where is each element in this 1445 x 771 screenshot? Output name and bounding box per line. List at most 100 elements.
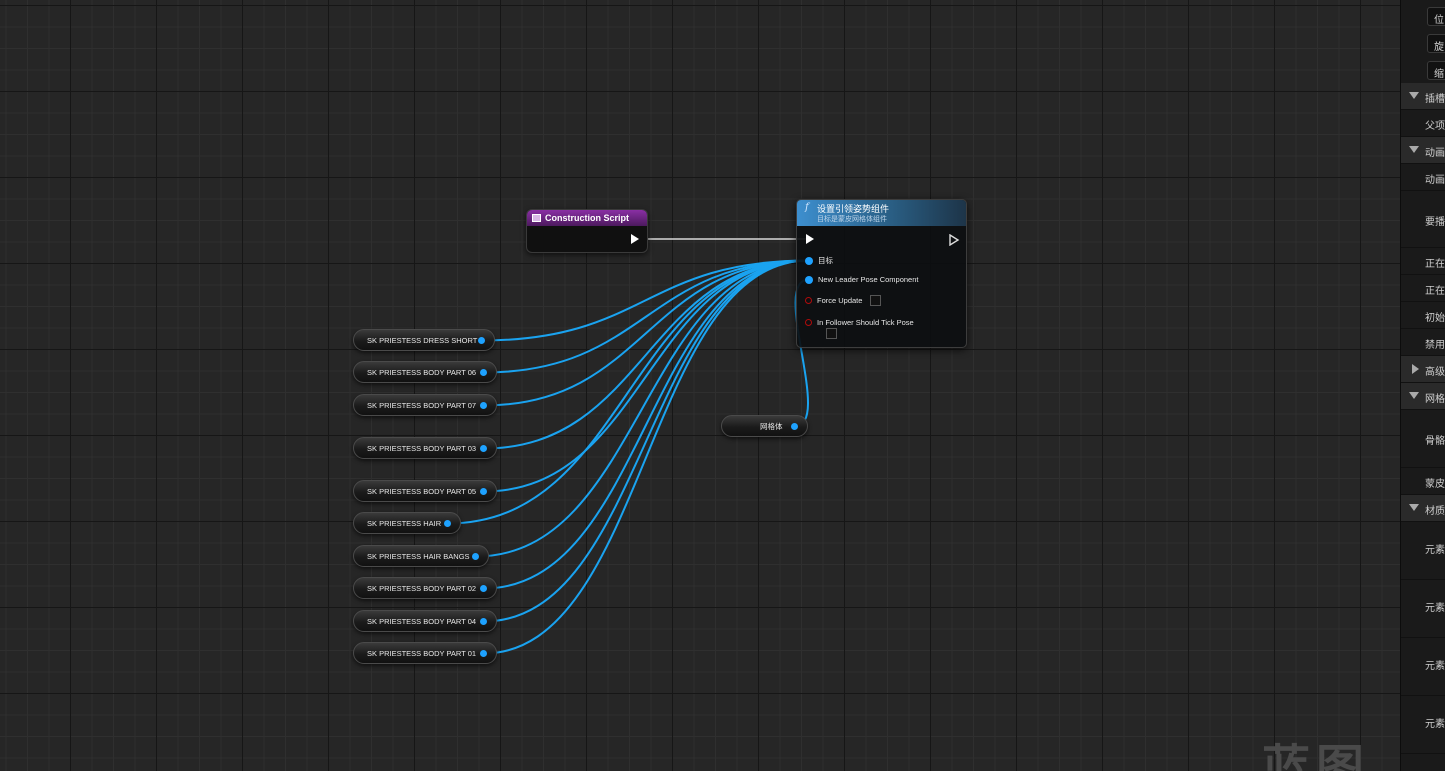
variable-output-pin-icon[interactable] (444, 520, 451, 527)
panel-section-sockets[interactable]: 插槽 (1401, 83, 1445, 110)
variable-node[interactable]: SK PRIESTESS DRESS SHORT (353, 329, 495, 351)
set-leader-pose-component-node[interactable]: f 设置引领姿势组件 目标是蒙皮网格体组件 目标 New Leader Pose… (796, 199, 967, 348)
collapse-arrow-icon[interactable] (1412, 364, 1419, 374)
panel-row-location[interactable]: 位 (1401, 3, 1445, 30)
panel-row-label: 材质 (1425, 506, 1445, 517)
panel-row-label: 元素 (1425, 603, 1445, 614)
object-wire (483, 259, 810, 623)
variable-label: SK PRIESTESS BODY PART 01 (367, 648, 477, 658)
variable-output-pin-icon[interactable] (791, 423, 798, 430)
expand-arrow-icon[interactable] (1409, 392, 1419, 399)
panel-row-element[interactable]: 元素 (1401, 638, 1445, 696)
panel-row-element[interactable]: 元素 (1401, 522, 1445, 580)
pin-force-update-label: Force Update (817, 296, 863, 305)
variable-output-pin-icon[interactable] (478, 337, 485, 344)
panel-row-label: 初始 (1425, 313, 1445, 324)
panel-row-rotation[interactable]: 旋 (1401, 30, 1445, 57)
panel-row-scale[interactable]: 缩 (1401, 57, 1445, 84)
panel-section-mesh[interactable]: 网格 (1401, 383, 1445, 410)
panel-row-label: 旋 (1434, 42, 1444, 53)
construction-script-node[interactable]: Construction Script (526, 209, 648, 253)
object-pin-icon[interactable] (805, 275, 813, 284)
force-update-checkbox[interactable] (870, 295, 882, 306)
variable-output-pin-icon[interactable] (480, 402, 487, 409)
panel-row-label: 动画 (1425, 175, 1445, 186)
panel-row-element[interactable]: 元素 (1401, 580, 1445, 638)
panel-section-materials[interactable]: 材质 (1401, 495, 1445, 522)
panel-section-advanced[interactable]: 高级 (1401, 356, 1445, 383)
exec-input-pin-icon[interactable] (806, 234, 814, 244)
function-node-subtitle: 目标是蒙皮网格体组件 (817, 216, 887, 223)
panel-row-animation-to-play[interactable]: 要播 (1401, 191, 1445, 248)
variable-output-pin-icon[interactable] (472, 553, 479, 560)
event-icon (532, 214, 541, 222)
pin-target[interactable]: 目标 (805, 255, 833, 266)
wire-layer (447, 238, 810, 655)
variable-node[interactable]: SK PRIESTESS BODY PART 02 (353, 577, 497, 599)
location-button[interactable]: 位 (1427, 7, 1445, 26)
variable-node[interactable]: SK PRIESTESS BODY PART 05 (353, 480, 497, 502)
variable-output-pin-icon[interactable] (480, 650, 487, 657)
panel-row-initial-position[interactable]: 初始 (1401, 302, 1445, 329)
rotation-button[interactable]: 旋 (1427, 34, 1445, 53)
variable-node[interactable]: SK PRIESTESS BODY PART 03 (353, 437, 497, 459)
variable-output-pin-icon[interactable] (480, 445, 487, 452)
bool-pin-icon[interactable] (805, 297, 812, 304)
variable-output-pin-icon[interactable] (480, 488, 487, 495)
expand-arrow-icon[interactable] (1409, 92, 1419, 99)
function-node-title: 设置引领姿势组件 (817, 204, 890, 214)
exec-output-hollow-icon[interactable] (948, 234, 960, 246)
object-wire (483, 259, 810, 407)
panel-row-animation-mode[interactable]: 动画 (1401, 164, 1445, 191)
pin-new-leader[interactable]: New Leader Pose Component (805, 275, 918, 284)
panel-row-label: 元素 (1425, 545, 1445, 556)
panel-row-element[interactable]: 元素 (1401, 696, 1445, 754)
bool-pin-icon[interactable] (805, 319, 812, 326)
variable-output-pin-icon[interactable] (480, 369, 487, 376)
blueprint-graph[interactable]: Construction Script f 设置引领姿势组件 目标是蒙皮网格体组… (0, 0, 1400, 771)
pin-new-leader-label: New Leader Pose Component (818, 275, 919, 284)
object-wire (447, 259, 810, 525)
panel-row-label: 元素 (1425, 719, 1445, 730)
construction-script-header: Construction Script (527, 210, 647, 226)
mesh-variable-label: 网格体 (760, 421, 783, 431)
panel-row-looping[interactable]: 正在 (1401, 275, 1445, 302)
expand-arrow-icon[interactable] (1409, 146, 1419, 153)
panel-row-skinned[interactable]: 蒙皮 (1401, 468, 1445, 495)
object-wire (483, 259, 810, 374)
details-panel[interactable]: 位 旋 缩 插槽 父项 动画 动画 要播 正在 正在 初始 禁用 高级 网格 骨… (1400, 0, 1445, 771)
mesh-variable-node[interactable]: 网格体 (721, 415, 808, 437)
variable-label: SK PRIESTESS HAIR (367, 518, 442, 528)
panel-row-skeletal-mesh[interactable]: 骨骼 (1401, 410, 1445, 468)
variable-label: SK PRIESTESS HAIR BANGS (367, 551, 470, 561)
panel-row-label: 网格 (1425, 394, 1445, 405)
variable-node[interactable]: SK PRIESTESS BODY PART 04 (353, 610, 497, 632)
scale-button[interactable]: 缩 (1427, 61, 1445, 80)
expand-arrow-icon[interactable] (1409, 504, 1419, 511)
variable-node[interactable]: SK PRIESTESS HAIR (353, 512, 461, 534)
exec-output-pin-icon[interactable] (631, 234, 639, 244)
object-pin-icon[interactable] (805, 256, 813, 265)
variable-label: SK PRIESTESS BODY PART 04 (367, 616, 477, 626)
variable-node[interactable]: SK PRIESTESS BODY PART 07 (353, 394, 497, 416)
variable-node[interactable]: SK PRIESTESS HAIR BANGS (353, 545, 489, 567)
object-wire (475, 259, 810, 558)
variable-node[interactable]: SK PRIESTESS BODY PART 01 (353, 642, 497, 664)
pin-follower-tick[interactable]: In Follower Should Tick Pose (805, 318, 914, 327)
panel-row-label: 位 (1434, 15, 1444, 26)
follower-tick-checkbox[interactable] (826, 328, 837, 339)
pin-force-update[interactable]: Force Update (805, 295, 882, 306)
panel-row-label: 高级 (1425, 367, 1445, 378)
panel-row-label: 要播 (1425, 217, 1445, 228)
object-wire (483, 259, 810, 655)
panel-row-label: 动画 (1425, 148, 1445, 159)
panel-row-label: 蒙皮 (1425, 479, 1445, 490)
variable-output-pin-icon[interactable] (480, 618, 487, 625)
panel-section-animation[interactable]: 动画 (1401, 137, 1445, 164)
panel-row-disable[interactable]: 禁用 (1401, 329, 1445, 356)
panel-row-parent[interactable]: 父项 (1401, 110, 1445, 137)
variable-output-pin-icon[interactable] (480, 585, 487, 592)
variable-label: SK PRIESTESS DRESS SHORT (367, 335, 478, 345)
panel-row-playing[interactable]: 正在 (1401, 248, 1445, 275)
variable-node[interactable]: SK PRIESTESS BODY PART 06 (353, 361, 497, 383)
